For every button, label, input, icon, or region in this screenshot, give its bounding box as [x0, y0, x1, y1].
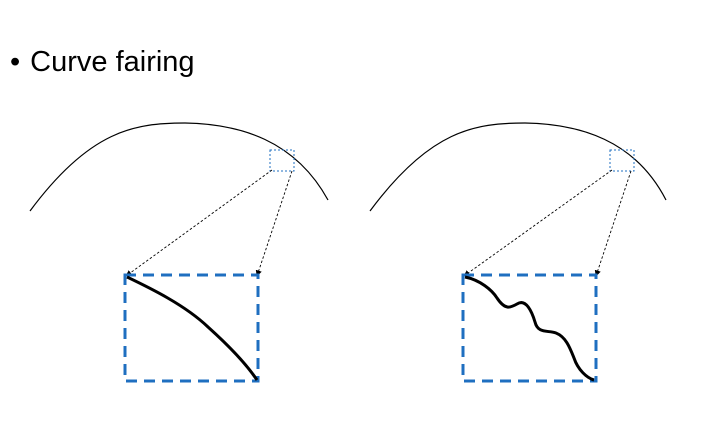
zoomed-smooth-curve [126, 275, 259, 381]
bullet-dot: • [10, 46, 21, 78]
smooth-curve-panel [29, 122, 329, 383]
zoom-region-marker [269, 149, 295, 172]
heading-text: Curve fairing [30, 46, 195, 78]
leader-line-right [255, 170, 293, 277]
leader-line-left [125, 169, 273, 277]
large-curve [29, 122, 329, 212]
zoom-region-marker [609, 149, 635, 172]
bullet-heading: • Curve fairing [10, 44, 195, 80]
wavy-curve-panel [369, 122, 667, 383]
leader-line-right [594, 170, 632, 277]
zoom-box [461, 273, 598, 383]
large-curve [369, 122, 667, 212]
zoomed-wavy-curve [464, 275, 595, 382]
leader-line-left [463, 169, 613, 277]
zoom-box [123, 273, 260, 383]
